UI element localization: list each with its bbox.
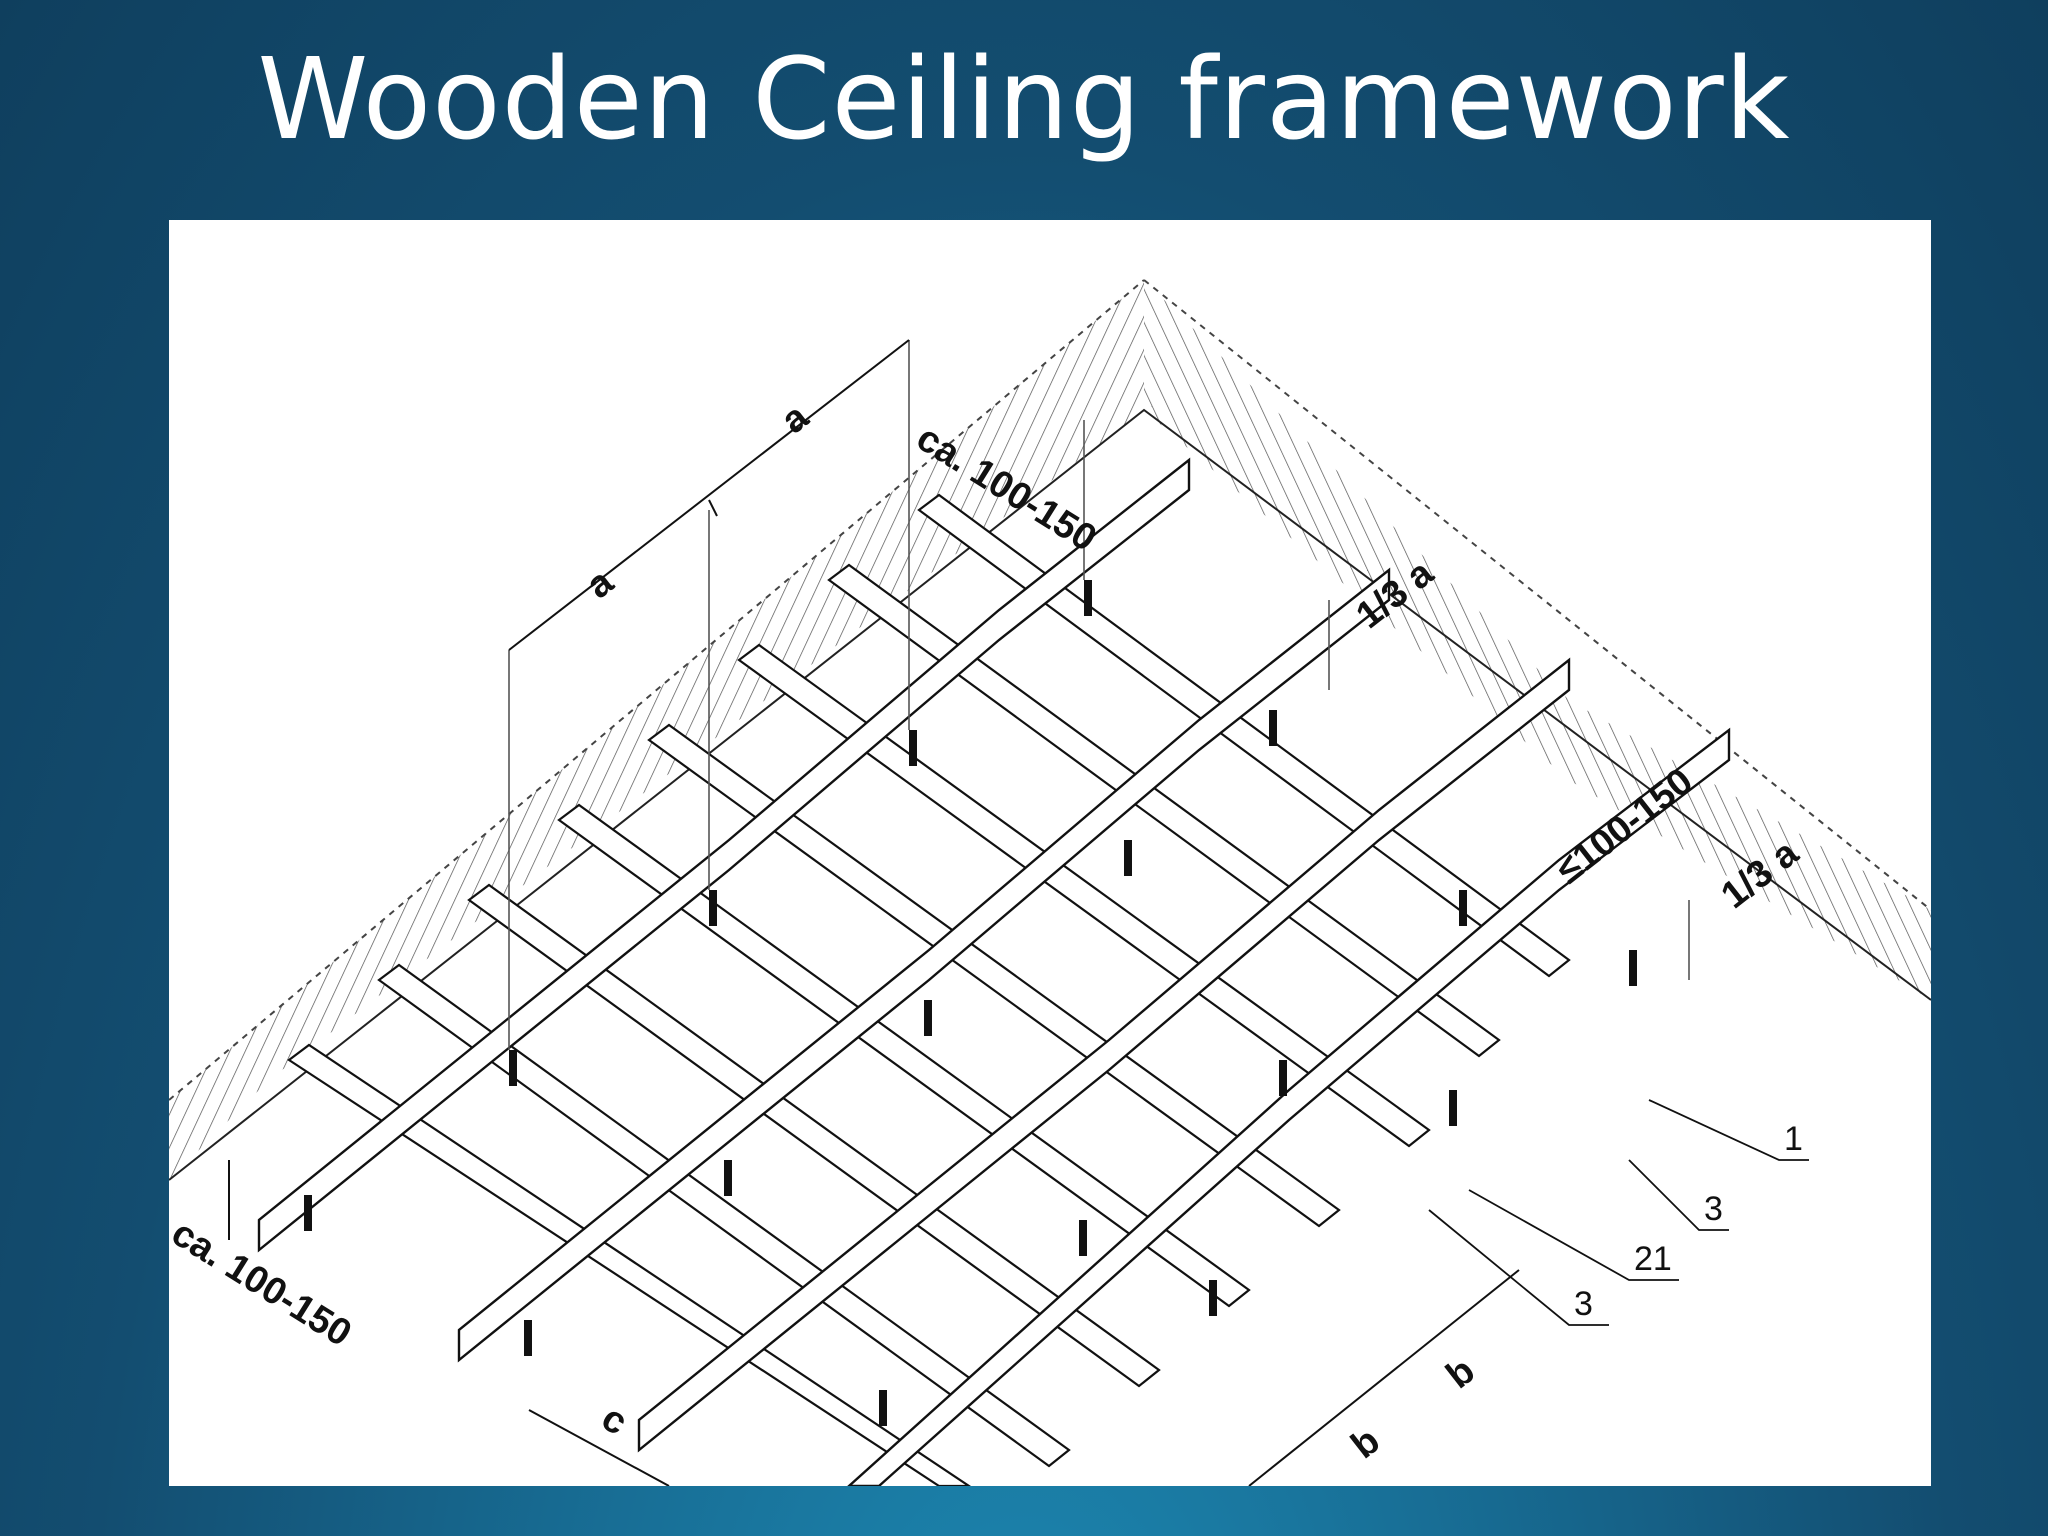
callout-3-top: 3 — [1704, 1190, 1723, 1228]
hanger-wires — [508, 340, 1690, 1050]
dim-b-2: b — [1439, 1350, 1483, 1397]
ceiling-framework-drawing: a a ca. 100-150 1/3 a ≤100-150 1/3 a ca.… — [169, 220, 1931, 1486]
hangers — [304, 580, 1637, 1426]
slide-title: Wooden Ceiling framework — [257, 35, 1791, 165]
dim-a-right: a — [774, 395, 817, 442]
cross-battens — [287, 493, 1571, 1486]
callout-1: 1 — [1784, 1120, 1803, 1158]
dim-c: c — [594, 1397, 634, 1444]
callout-21: 21 — [1634, 1240, 1672, 1278]
callout-leaders — [1428, 1099, 1809, 1326]
dim-b-1: b — [1344, 1420, 1388, 1467]
callout-3-bottom: 3 — [1574, 1285, 1593, 1323]
dimension-lines — [228, 339, 1520, 1486]
main-runners — [257, 457, 1731, 1486]
